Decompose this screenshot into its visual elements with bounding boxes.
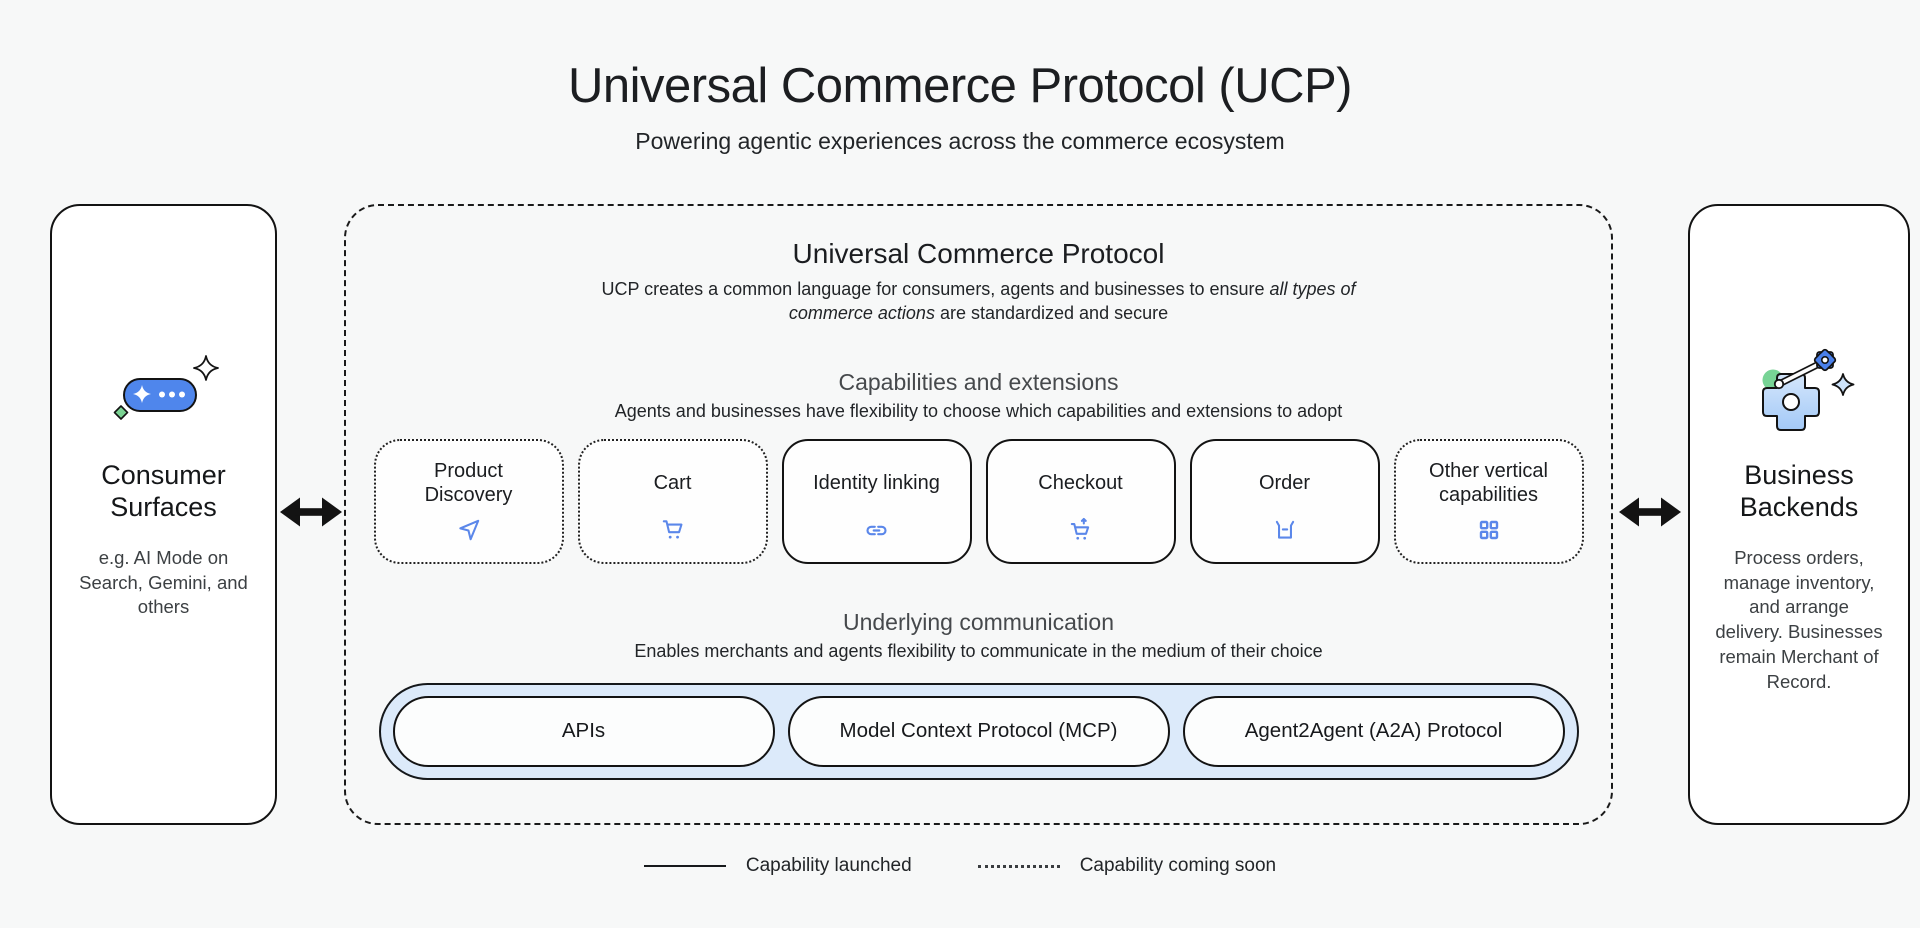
cart-icon	[660, 517, 686, 544]
gears-sparkle-icon	[1739, 342, 1859, 438]
capability-identity-linking: Identity linking	[781, 438, 972, 564]
dotted-line-icon	[977, 864, 1060, 868]
protocol-pill-apis: APIs	[392, 695, 775, 767]
ucp-description: UCP creates a common language for consum…	[574, 277, 1384, 326]
business-backends-description: Process orders, manage inventory, and ar…	[1715, 546, 1883, 692]
capability-checkout: Checkout	[985, 438, 1176, 564]
legend-coming-soon: Capability coming soon	[977, 855, 1277, 877]
protocol-pill-a2a: Agent2Agent (A2A) Protocol	[1182, 695, 1565, 767]
send-icon	[456, 517, 482, 544]
page-subtitle: Powering agentic experiences across the …	[635, 128, 1285, 154]
legend-launched-label: Capability launched	[745, 855, 912, 876]
capability-other-vertical: Other vertical capabilities	[1393, 438, 1584, 564]
consumer-surfaces-description: e.g. AI Mode on Search, Gemini, and othe…	[79, 546, 248, 618]
business-backends-card: Business Backends Process orders, manage…	[1688, 204, 1910, 825]
ucp-description-suffix: are standardized and secure	[934, 303, 1169, 324]
communication-title: Underlying communication	[842, 608, 1114, 635]
capabilities-subtitle: Agents and businesses have flexibility t…	[614, 400, 1343, 421]
ai-chat-pill-sparkle-icon	[103, 342, 225, 438]
communication-section: Underlying communication Enables merchan…	[346, 609, 1611, 780]
communication-band: APIs Model Context Protocol (MCP) Agent2…	[378, 682, 1579, 780]
consumer-surfaces-title: Consumer Surfaces	[101, 460, 226, 522]
legend: Capability launched Capability coming so…	[0, 855, 1920, 877]
capabilities-title: Capabilities and extensions	[838, 368, 1119, 395]
capability-label: Product Discovery	[424, 459, 513, 506]
capability-product-discovery: Product Discovery	[373, 438, 564, 564]
ucp-description-prefix: UCP creates a common language for consum…	[601, 279, 1270, 299]
bidirectional-arrow-icon	[280, 497, 342, 527]
link-icon	[863, 517, 890, 544]
capability-label: Checkout	[1038, 471, 1123, 494]
bidirectional-arrow-icon	[1619, 497, 1681, 527]
capability-row: Product Discovery Cart	[346, 438, 1611, 564]
capability-label: Other vertical capabilities	[1429, 459, 1548, 506]
capability-label: Order	[1258, 471, 1311, 494]
capabilities-section: Capabilities and extensions Agents and b…	[346, 369, 1611, 564]
order-box-icon	[1272, 517, 1298, 544]
protocol-pill-mcp: Model Context Protocol (MCP)	[787, 695, 1170, 767]
business-backends-title: Business Backends	[1739, 460, 1859, 522]
solid-line-icon	[643, 865, 726, 867]
capability-order: Order	[1189, 438, 1380, 564]
grid-icon	[1477, 517, 1501, 544]
capability-label: Cart	[653, 471, 692, 494]
ucp-description-italic: all types of commerce actions	[788, 279, 1356, 324]
cart-checkout-icon	[1068, 517, 1094, 544]
ucp-title: Universal Commerce Protocol	[792, 238, 1165, 269]
capability-cart: Cart	[577, 438, 768, 564]
consumer-surfaces-card: Consumer Surfaces e.g. AI Mode on Search…	[50, 204, 277, 825]
legend-launched: Capability launched	[643, 855, 912, 877]
legend-coming-soon-label: Capability coming soon	[1079, 855, 1277, 876]
ucp-protocol-container: Universal Commerce Protocol UCP creates …	[344, 204, 1613, 825]
capability-label: Identity linking	[813, 471, 940, 494]
page-title: Universal Commerce Protocol (UCP)	[567, 59, 1353, 113]
communication-subtitle: Enables merchants and agents flexibility…	[634, 640, 1323, 661]
